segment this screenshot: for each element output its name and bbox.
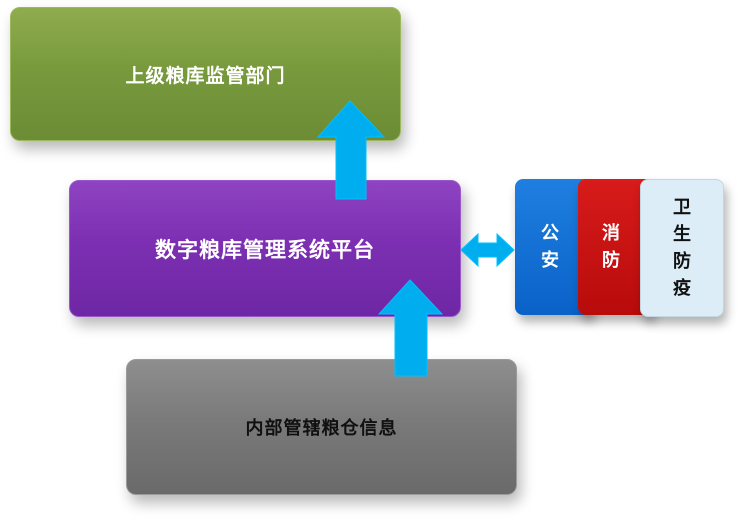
health-char: 防 [673, 251, 691, 272]
health-char: 生 [673, 224, 691, 245]
arrow-up-to-supervision [316, 100, 386, 200]
upper-supervision-box: 上级粮库监管部门 [10, 7, 401, 141]
internal-granary-box: 内部管辖粮仓信息 [126, 359, 517, 495]
arrow-platform-services [460, 232, 515, 268]
internal-granary-label: 内部管辖粮仓信息 [245, 418, 398, 439]
police-char: 公 [541, 223, 559, 244]
health-box: 卫 生 防 疫 [640, 179, 724, 317]
health-char: 疫 [673, 278, 691, 299]
police-char: 安 [541, 250, 559, 271]
upper-supervision-label: 上级粮库监管部门 [125, 64, 286, 87]
platform-label: 数字粮库管理系统平台 [155, 237, 375, 262]
platform-box: 数字粮库管理系统平台 [69, 180, 461, 317]
arrow-up-to-platform [377, 279, 444, 377]
health-char: 卫 [673, 197, 691, 218]
fire-char: 防 [602, 250, 620, 271]
fire-char: 消 [602, 223, 620, 244]
